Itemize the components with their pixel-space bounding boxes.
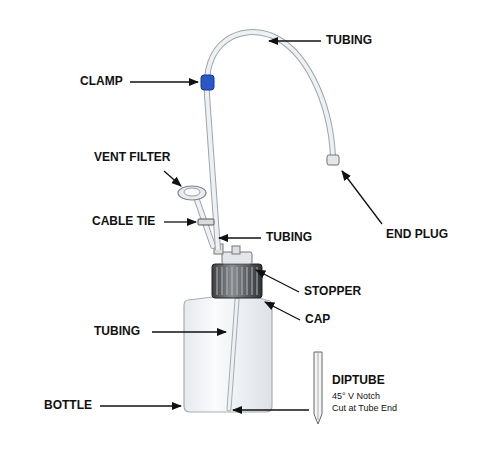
leader-arrow [233,409,309,410]
leader-arrow [269,40,321,41]
vent-filter [178,186,206,200]
leader-arrow [130,81,198,82]
vent-branch [197,200,213,246]
stopper-port [232,246,240,254]
leader-arrow [219,237,261,238]
cap [212,264,262,298]
part-label: TUBING [326,34,372,48]
tubing [207,32,333,250]
diptube-detail [314,352,322,424]
end-plug [327,155,339,165]
cable-tie [198,219,214,225]
part-label: DIPTUBE [332,374,385,388]
leader-arrow [164,171,181,186]
leader-arrow [342,171,382,224]
leader-arrow [100,405,181,406]
clamp [201,75,214,90]
tubing-core [207,32,333,250]
diptube-detail-line [318,352,319,420]
part-label: VENT FILTER [94,151,170,165]
part-label: STOPPER [304,285,361,299]
vent-branch-core [197,200,213,246]
internal-tube-core [229,300,237,409]
leader-arrow [265,302,300,320]
leader-arrow [256,270,299,292]
internal-tube [229,300,237,409]
vent-filter-core [184,188,200,196]
part-label: CABLE TIE [92,215,155,229]
note-text: Cut at Tube End [332,403,397,413]
part-label: TUBING [266,231,312,245]
part-label: TUBING [94,325,140,339]
note-text: 45° V Notch [332,391,380,401]
part-label: END PLUG [386,228,448,242]
part-label: CAP [305,313,330,327]
part-label: BOTTLE [44,399,92,413]
part-label: CLAMP [80,75,123,89]
leader-arrow [164,221,196,222]
leader-arrow [152,331,226,332]
cap-ribs [217,267,257,295]
bottle-body [184,296,272,412]
